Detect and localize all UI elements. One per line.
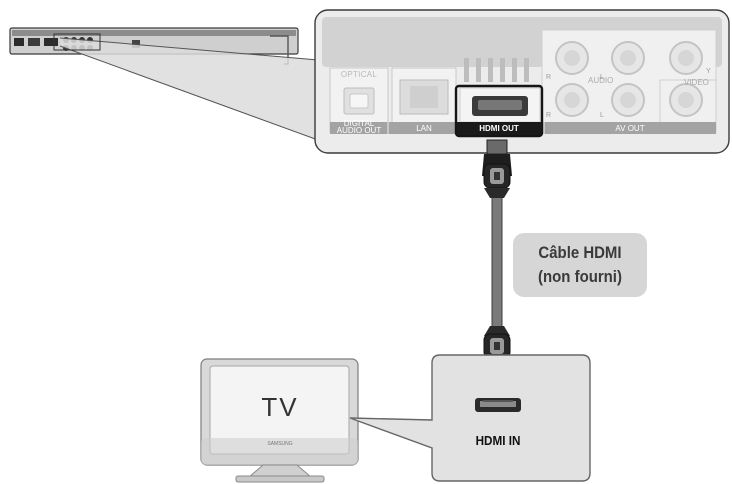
player-rear-panel: [314, 9, 730, 154]
video-label: VIDEO: [684, 78, 709, 87]
tv-input-callout: [349, 354, 591, 482]
jack-mark-y: Y: [706, 68, 711, 75]
hdmi-connector-top: [482, 139, 512, 198]
jack-mark-l-top: L: [600, 74, 604, 81]
zoom-pointer: [53, 33, 319, 141]
jack-mark-l-bottom: L: [600, 112, 604, 119]
audio-label: AUDIO: [588, 76, 614, 85]
hdmi-out-label: HDMI OUT: [479, 124, 519, 133]
jack-mark-r-bottom: R: [546, 112, 552, 119]
lan-label: LAN: [416, 124, 432, 133]
digital-label-line2: AUDIO OUT: [336, 126, 382, 135]
tv-device: [200, 358, 359, 483]
digital-label-line1: DIGITAL: [343, 119, 375, 128]
cable-label-box: Câble HDMI (non fourni): [513, 233, 647, 297]
jack-mark-r-top: R: [546, 74, 552, 81]
cable-label-line2: (non fourni): [538, 267, 622, 286]
tv-brand: SAMSUNG: [267, 441, 293, 447]
digital-audio-out-label: DIGITAL AUDIO OUT: [330, 119, 388, 135]
optical-label: OPTICAL: [340, 70, 378, 79]
hdmi-in-label: HDMI IN: [475, 433, 521, 448]
tv-screen-label: TV: [261, 392, 299, 422]
hdmi-cable: [491, 194, 503, 330]
cable-label-line1: Câble HDMI: [538, 243, 622, 262]
av-out-label: AV OUT: [615, 124, 645, 133]
